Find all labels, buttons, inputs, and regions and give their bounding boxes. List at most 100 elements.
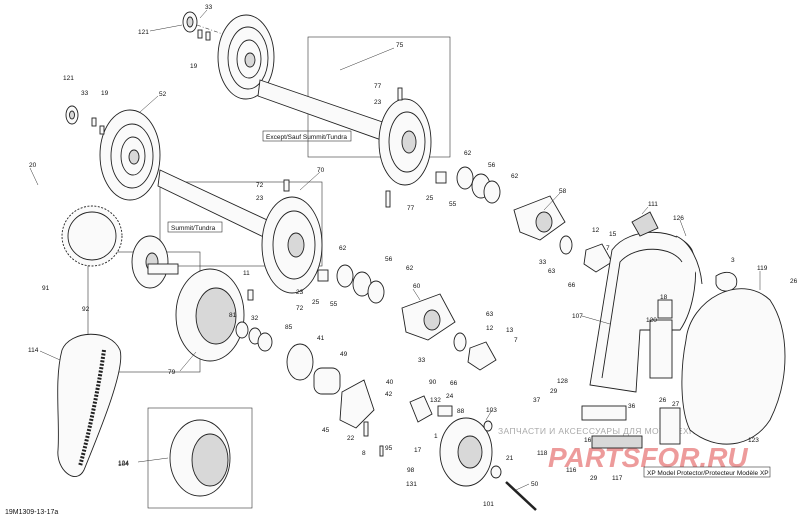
part-label: 27 xyxy=(672,401,680,408)
part-label: 15 xyxy=(609,231,617,238)
plate-66-lower xyxy=(467,341,497,371)
clip-111 xyxy=(631,211,659,237)
part-label: 128 xyxy=(557,378,568,385)
part-label: 33 xyxy=(81,90,89,97)
lever-arm-95 xyxy=(409,395,433,423)
washer-62c xyxy=(336,264,354,288)
part-label: 49 xyxy=(340,351,348,358)
plate-66-upper xyxy=(583,243,613,273)
part-label: 91 xyxy=(42,285,50,292)
part-label: 63 xyxy=(486,311,494,318)
washer-21 xyxy=(490,465,502,479)
part-label: 98 xyxy=(407,467,415,474)
part-label: 104 xyxy=(118,461,129,468)
upper-pulley-group xyxy=(182,11,613,273)
screw-8 xyxy=(379,445,384,457)
part-label: 55 xyxy=(330,301,338,308)
bushing-81 xyxy=(235,321,249,339)
part-label: 7 xyxy=(606,245,610,252)
bracket-18 xyxy=(657,299,673,319)
part-label: 25 xyxy=(426,195,434,202)
part-label: 8 xyxy=(362,450,366,457)
part-label: 103 xyxy=(486,407,497,414)
part-label: 88 xyxy=(457,408,465,415)
part-label: 126 xyxy=(673,215,684,222)
part-label: 111 xyxy=(648,201,658,208)
part-label: 119 xyxy=(757,265,768,272)
bolt-72-upper xyxy=(283,179,290,192)
support-27 xyxy=(659,407,681,445)
nut-103 xyxy=(483,420,493,432)
part-label: 66 xyxy=(568,282,576,289)
part-label: 29 xyxy=(590,475,598,482)
part-label: 19 xyxy=(101,90,109,97)
part-label: 45 xyxy=(322,427,330,434)
part-label: 12 xyxy=(592,227,600,234)
captions: Except/Sauf Summit/Tundra Summit/Tundra … xyxy=(167,130,769,477)
belt-and-inset xyxy=(57,333,253,509)
part-label: 95 xyxy=(385,445,393,452)
part-label: 107 xyxy=(572,313,583,320)
part-label: 72 xyxy=(256,182,264,189)
part-label: 114 xyxy=(28,347,39,354)
part-label: 56 xyxy=(385,256,393,263)
lower-pulley-group xyxy=(65,105,497,371)
part-label: 62 xyxy=(339,245,347,252)
part-label: 75 xyxy=(396,42,404,49)
xp-caption-box xyxy=(643,466,771,478)
inset-box-104 xyxy=(147,407,253,509)
part-label: 58 xyxy=(559,188,567,195)
caption-except: Except/Sauf Summit/Tundra xyxy=(266,134,347,141)
part-label: 117 xyxy=(612,475,623,482)
part-label: 33 xyxy=(205,4,213,11)
part-label: 132 xyxy=(430,397,441,404)
part-label: 26 xyxy=(659,397,667,404)
bolt-77-upper xyxy=(397,87,403,101)
part-label: 32 xyxy=(251,315,259,322)
part-label: 85 xyxy=(285,324,293,331)
part-label: 26 xyxy=(790,278,798,285)
part-label: 13 xyxy=(506,327,514,334)
screw-11 xyxy=(247,289,254,301)
bolt-22 xyxy=(363,421,369,437)
part-label: 62 xyxy=(511,173,519,180)
watermark-tagline: ЗАПЧАСТИ И АКСЕССУАРЫ ДЛЯ МОТОТЕХНИКИ xyxy=(498,426,714,436)
bushing-25-upper xyxy=(435,171,447,184)
part-label: 79 xyxy=(168,369,176,376)
part-labels: 33 121 19 75 121 33 19 52 77 23 20 62 56… xyxy=(28,4,798,508)
washer-63-upper xyxy=(559,235,573,255)
part-label: 66 xyxy=(450,380,458,387)
spider-49 xyxy=(313,367,341,395)
part-label: 120 xyxy=(646,317,657,324)
part-label: 1 xyxy=(434,433,438,440)
pulley-bolt-50 xyxy=(505,481,537,511)
part-label: 90 xyxy=(429,379,437,386)
part-label: 131 xyxy=(406,481,417,488)
part-label: 16 xyxy=(584,437,592,444)
part-label: 62 xyxy=(406,265,414,272)
part-label: 123 xyxy=(748,437,759,444)
spring-3 xyxy=(715,272,738,292)
part-label: 121 xyxy=(63,75,74,82)
screw-19b xyxy=(91,117,97,127)
caption-summit: Summit/Tundra xyxy=(171,225,216,232)
part-label: 81 xyxy=(229,312,237,319)
drawing-reference: 19M1309-13-17a xyxy=(5,509,58,516)
bushing-25-lower xyxy=(317,269,329,282)
part-label: 62 xyxy=(464,150,472,157)
part-label: 12 xyxy=(486,325,494,332)
washer-62d xyxy=(367,280,385,304)
part-label: 77 xyxy=(374,83,382,90)
part-label: 24 xyxy=(446,393,454,400)
leader-lines xyxy=(29,9,761,491)
part-label: 17 xyxy=(414,447,422,454)
part-label: 116 xyxy=(566,467,577,474)
plate-88 xyxy=(437,405,453,417)
part-label: 33 xyxy=(539,259,547,266)
part-label: 118 xyxy=(537,450,548,457)
part-label: 50 xyxy=(531,481,539,488)
part-label: 55 xyxy=(449,201,457,208)
spring-41 xyxy=(286,343,314,381)
part-label: 56 xyxy=(488,162,496,169)
